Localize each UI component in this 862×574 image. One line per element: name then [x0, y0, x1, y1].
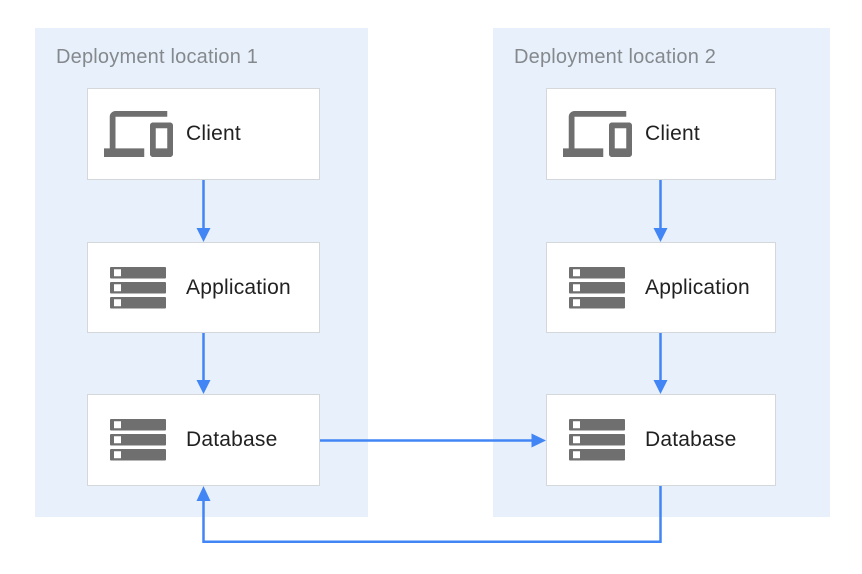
panel-title: Deployment location 1	[56, 46, 259, 68]
node-label: Database	[645, 428, 737, 451]
server-stack-icon	[561, 266, 633, 309]
node-client-1: Client	[87, 88, 320, 180]
devices-icon	[561, 111, 633, 157]
panel-title: Deployment location 2	[514, 46, 717, 68]
node-database-1: Database	[87, 394, 320, 486]
node-client-2: Client	[546, 88, 776, 180]
node-application-2: Application	[546, 242, 776, 333]
server-stack-icon	[561, 419, 633, 461]
devices-icon	[102, 111, 174, 157]
node-label: Client	[186, 122, 241, 145]
node-label: Application	[645, 275, 750, 299]
node-label: Database	[186, 428, 278, 451]
server-stack-icon	[102, 419, 174, 461]
node-application-1: Application	[87, 242, 320, 333]
node-label: Client	[645, 122, 700, 145]
node-label: Application	[186, 275, 291, 299]
server-stack-icon	[102, 266, 174, 309]
node-database-2: Database	[546, 394, 776, 486]
